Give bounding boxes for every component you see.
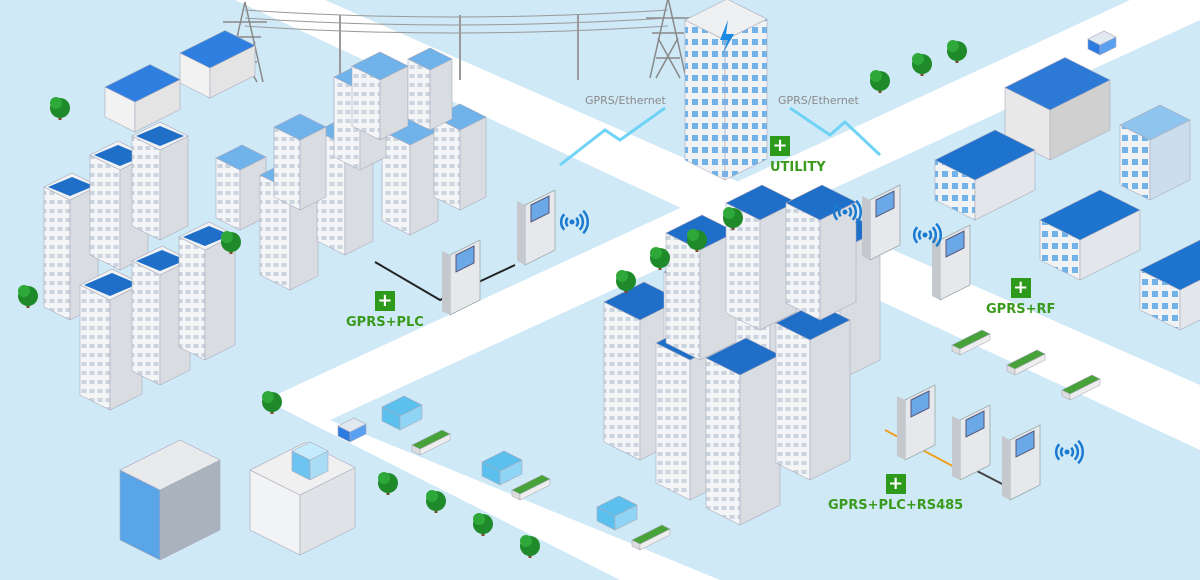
plus-icon: + (1010, 278, 1031, 298)
tree-icon (50, 97, 70, 120)
high-rise-tower (785, 184, 857, 321)
plus-icon: + (374, 291, 395, 311)
power-pylon-icon (646, 0, 690, 79)
house (104, 64, 181, 133)
factory (1004, 57, 1111, 161)
smart-meter-icon (932, 224, 971, 301)
wireless-signal-icon (559, 209, 590, 235)
gprs-plc-label: + GPRS+PLC (346, 291, 424, 331)
apartment-tower (178, 221, 236, 361)
buildings-layer (18, 0, 1200, 561)
apartment-tower (131, 245, 191, 386)
wireless-signal-icon (1054, 439, 1085, 465)
tree-icon (520, 535, 540, 558)
office-building (119, 439, 221, 561)
apartment-tower (79, 268, 143, 411)
rs485-concentrator-icon (897, 384, 936, 461)
power-lines (244, 9, 669, 80)
smart-meter-icon (952, 404, 991, 481)
office-building (215, 144, 267, 231)
gprs-rf-label: + GPRS+RF (986, 278, 1056, 318)
office-building (351, 51, 409, 141)
high-rise-tower (705, 337, 781, 526)
planter-box (631, 524, 671, 551)
tree-icon (616, 270, 636, 293)
gprs-plc-rs485-text: GPRS+PLC+RS485 (828, 498, 964, 513)
plc-concentrator-icon (442, 239, 481, 316)
utility-label: + UTILITY (770, 136, 826, 175)
bus-stop (481, 450, 523, 486)
tree-icon (912, 53, 932, 76)
utility-building (684, 0, 768, 181)
planter-box (1061, 374, 1101, 401)
tree-icon (221, 231, 241, 254)
house (179, 30, 256, 99)
high-rise-tower (775, 302, 851, 481)
tree-icon (473, 513, 493, 536)
warehouse (1139, 239, 1200, 331)
planter-box (1006, 349, 1046, 376)
office-building (407, 47, 453, 131)
rf-concentrator-icon (862, 184, 901, 261)
vehicle (1087, 30, 1117, 56)
tree-icon (687, 229, 707, 252)
warehouse (1039, 189, 1141, 281)
smart-meter-icon (1002, 424, 1041, 501)
warehouse (934, 129, 1036, 221)
rooftop-structure (291, 441, 329, 481)
wireless-signal-icon (832, 199, 863, 225)
tree-icon (18, 285, 38, 308)
office-building (249, 442, 356, 556)
tree-icon (723, 207, 743, 230)
plus-icon: + (770, 136, 790, 156)
tree-icon (262, 391, 282, 414)
office-building (433, 103, 487, 211)
high-rise-tower (725, 184, 797, 331)
office-building (1119, 104, 1191, 201)
planter-box (951, 329, 991, 356)
smart-meter-icon (517, 189, 556, 266)
vehicle (337, 417, 367, 443)
tree-icon (426, 490, 446, 513)
tree-icon (650, 247, 670, 270)
tree-icon (947, 40, 967, 63)
gprs-ethernet-signals (559, 106, 882, 167)
planter-box (411, 429, 451, 456)
gprs-ethernet-label-right: GPRS/Ethernet (778, 94, 859, 107)
gprs-plc-rs485-label: + GPRS+PLC+RS485 (828, 474, 964, 514)
planter-box (511, 474, 551, 501)
tree-icon (378, 472, 398, 495)
bus-stop (596, 495, 638, 531)
tree-icon (870, 70, 890, 93)
bus-stop (381, 395, 423, 431)
plus-icon: + (885, 474, 906, 494)
gprs-rf-text: GPRS+RF (986, 302, 1056, 317)
high-rise-tower (665, 214, 737, 361)
apartment-tower (131, 121, 189, 241)
gprs-plc-text: GPRS+PLC (346, 315, 424, 330)
wireless-signal-icon (912, 222, 943, 248)
utility-text: UTILITY (770, 160, 826, 175)
lightning-icon (720, 20, 734, 55)
gprs-ethernet-label-left: GPRS/Ethernet (585, 94, 666, 107)
office-building (273, 113, 327, 211)
